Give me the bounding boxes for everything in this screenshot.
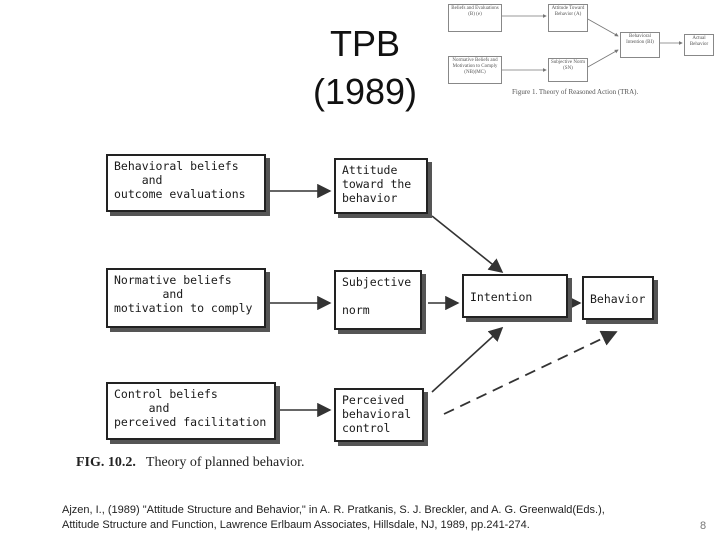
slide-title-line-1: TPB xyxy=(329,23,400,64)
tra-subjective-box: Subjective Norm (SN) xyxy=(548,58,588,82)
tra-beliefs-box: Beliefs and Evaluations (B) (e) xyxy=(448,4,502,32)
arrow-perceived-to-intention xyxy=(431,326,504,393)
perceived-control-box: Perceived behavioral control xyxy=(334,388,424,442)
control-beliefs-box: Control beliefs and perceived facilitati… xyxy=(106,382,276,440)
arrow-attitude-to-intention xyxy=(431,215,504,273)
citation-line-2: Attitude Structure and Function, Lawrenc… xyxy=(62,519,530,531)
figure-caption: FIG. 10.2. Theory of planned behavior. xyxy=(76,455,305,471)
tra-arrow-attitude-intention xyxy=(585,17,619,37)
normative-beliefs-box: Normative beliefs and motivation to comp… xyxy=(106,268,266,328)
behavioral-beliefs-box: Behavioral beliefs and outcome evaluatio… xyxy=(106,154,266,212)
tra-intention-box: Behavioral Intention (BI) xyxy=(620,32,660,58)
page-number: 8 xyxy=(700,520,707,532)
tpb-arrows xyxy=(266,183,618,418)
tpb-diagram: Behavioral beliefs and outcome evaluatio… xyxy=(96,146,656,446)
tra-thumbnail: Beliefs and Evaluations (B) (e) Attitude… xyxy=(440,0,715,100)
citation: Ajzen, I., (1989) "Attitude Structure an… xyxy=(62,503,682,533)
citation-line-1: Ajzen, I., (1989) "Attitude Structure an… xyxy=(62,504,605,516)
tra-arrow-subjective-intention xyxy=(585,49,619,69)
tra-thumbnail-arrows xyxy=(500,14,683,72)
tra-normative-box: Normative Beliefs and Motivation to Comp… xyxy=(448,56,502,84)
tra-caption: Figure 1. Theory of Reasoned Action (TRA… xyxy=(512,88,639,96)
attitude-box: Attitude toward the behavior xyxy=(334,158,428,214)
behavior-box: Behavior xyxy=(582,276,654,320)
slide-title-line-2: (1989) xyxy=(312,71,418,112)
figure-label: FIG. 10.2. xyxy=(76,455,136,470)
arrow-perceived-to-behavior-dashed xyxy=(443,330,618,415)
intention-box: Intention xyxy=(462,274,568,318)
tra-behavior-box: Actual Behavior xyxy=(684,34,714,56)
figure-title: Theory of planned behavior. xyxy=(145,455,305,470)
subjective-norm-box: Subjective norm xyxy=(334,270,422,330)
tra-attitude-box: Attitude Toward Behavior (A) xyxy=(548,4,588,32)
